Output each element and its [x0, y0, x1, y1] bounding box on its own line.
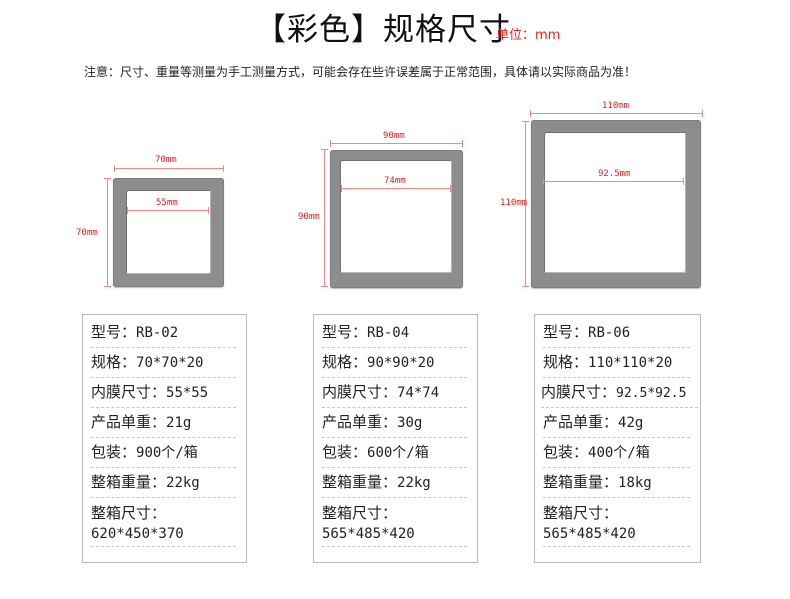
- spec-row-model: 型号：RB-06: [543, 318, 690, 348]
- outer-width-label: 90mm: [383, 131, 405, 141]
- square-frame-icon: [330, 150, 463, 288]
- spec-row-box-size: 整箱尺寸：565*485*420: [322, 501, 467, 547]
- inner-width-dimension-line: [127, 207, 209, 214]
- inner-width-dimension-line: [341, 185, 451, 192]
- spec-row-film: 内膜尺寸：74*74: [322, 378, 467, 408]
- spec-row-pack: 包装：400个/箱: [543, 438, 690, 468]
- spec-row-weight: 产品单重：42g: [543, 408, 690, 438]
- spec-card-rb06: 型号：RB-06 规格：110*110*20 内膜尺寸：92.5*92.5 产品…: [534, 314, 701, 563]
- spec-row-box-size: 整箱尺寸：565*485*420: [543, 501, 690, 547]
- spec-row-pack: 包装：900个/箱: [91, 438, 236, 468]
- spec-row-weight: 产品单重：30g: [322, 408, 467, 438]
- outer-width-dimension-line: [114, 165, 224, 172]
- spec-row-size: 规格：70*70*20: [91, 348, 236, 378]
- outer-height-dimension-line: [522, 121, 529, 287]
- spec-row-size: 规格：110*110*20: [543, 348, 690, 378]
- spec-row-size: 规格：90*90*20: [322, 348, 467, 378]
- outer-width-dimension-line: [530, 110, 703, 117]
- spec-row-box-size: 整箱尺寸：620*450*370: [91, 501, 236, 547]
- outer-height-dimension-line: [104, 178, 111, 287]
- inner-width-label: 55mm: [156, 198, 178, 208]
- spec-row-box-weight: 整箱重量：18kg: [543, 468, 690, 498]
- square-frame-icon: [531, 120, 701, 288]
- spec-row-model: 型号：RB-02: [91, 318, 236, 348]
- spec-row-box-weight: 整箱重量：22kg: [322, 468, 467, 498]
- outer-width-label: 110mm: [602, 101, 630, 111]
- outer-height-label: 70mm: [76, 228, 98, 238]
- square-frame-icon: [113, 178, 224, 287]
- outer-width-label: 70mm: [155, 155, 177, 165]
- outer-height-label: 110mm: [500, 198, 528, 208]
- measurement-notice: 注意：尺寸、重量等测量为手工测量方式，可能会存在些许误差属于正常范围，具体请以实…: [84, 65, 637, 79]
- outer-height-dimension-line: [321, 149, 328, 287]
- inner-width-label: 74mm: [384, 176, 406, 186]
- page-title: 【彩色】规格尺寸: [255, 12, 511, 48]
- spec-row-film: 内膜尺寸：55*55: [91, 378, 236, 408]
- outer-width-dimension-line: [330, 140, 463, 147]
- spec-row-model: 型号：RB-04: [322, 318, 467, 348]
- unit-label: 单位：mm: [496, 28, 561, 43]
- inner-width-dimension-line: [543, 178, 684, 185]
- spec-card-rb04: 型号：RB-04 规格：90*90*20 内膜尺寸：74*74 产品单重：30g…: [313, 314, 478, 563]
- outer-height-label: 90mm: [298, 212, 320, 222]
- spec-row-weight: 产品单重：21g: [91, 408, 236, 438]
- spec-row-film: 内膜尺寸：92.5*92.5: [541, 378, 698, 408]
- spec-row-pack: 包装：600个/箱: [322, 438, 467, 468]
- spec-row-box-weight: 整箱重量：22kg: [91, 468, 236, 498]
- spec-card-rb02: 型号：RB-02 规格：70*70*20 内膜尺寸：55*55 产品单重：21g…: [82, 314, 247, 563]
- inner-width-label: 92.5mm: [598, 169, 631, 179]
